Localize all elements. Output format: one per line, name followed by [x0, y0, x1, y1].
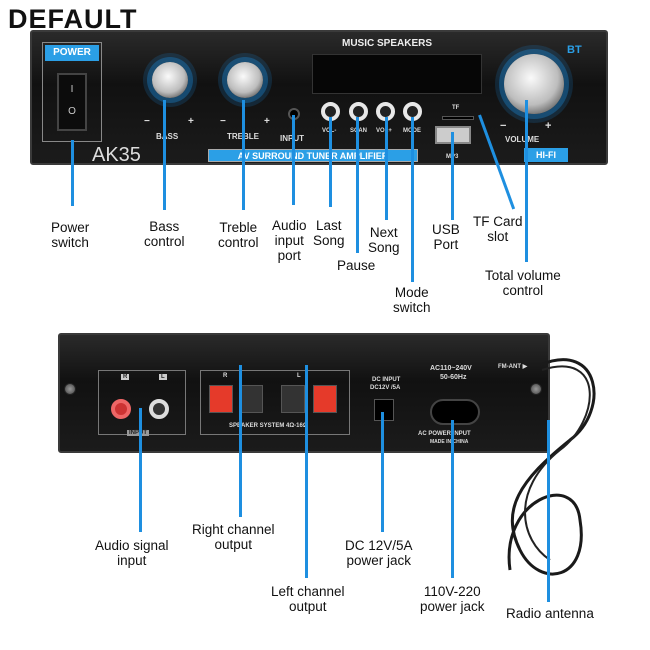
dc-input-label: DC INPUT — [372, 377, 401, 383]
callout-line — [381, 412, 384, 532]
bass-minus: − — [144, 116, 150, 127]
bass-knob[interactable] — [152, 62, 188, 98]
callout-next-song: Next Song — [368, 225, 400, 255]
rca-input-section: R L INPUT — [98, 370, 186, 436]
speaker-system-label: SPEAKER SYSTEM 4Ω-16Ω — [229, 423, 308, 429]
hifi-badge: HI-FI — [524, 148, 568, 162]
fm-antenna-label: FM-ANT ▶ — [498, 364, 528, 370]
callout-line — [356, 117, 359, 253]
callout-line — [451, 132, 454, 220]
callout-left-channel: Left channel output — [271, 584, 345, 614]
rca-right-jack[interactable] — [111, 399, 131, 419]
callout-right-channel: Right channel output — [192, 522, 275, 552]
dc-power-jack[interactable] — [374, 399, 394, 421]
callout-power-switch: Power switch — [51, 220, 90, 250]
speaker-r-label: R — [223, 373, 228, 379]
callout-line — [329, 117, 332, 207]
callout-line — [292, 115, 295, 205]
power-switch[interactable]: I O — [57, 73, 87, 131]
ac-power-jack[interactable] — [430, 399, 480, 425]
treble-plus: + — [264, 116, 270, 127]
banner: AV SURROUND TUNER AMPLIFIER — [208, 149, 418, 162]
treble-minus: − — [220, 116, 226, 127]
display-screen — [312, 54, 482, 94]
callout-line — [239, 365, 242, 517]
right-minus-terminal[interactable] — [239, 385, 263, 413]
volume-label: VOLUME — [505, 135, 540, 144]
callout-line — [163, 100, 166, 210]
callout-line — [547, 420, 550, 602]
made-in-label: MADE IN CHINA — [430, 439, 469, 445]
callout-last-song: Last Song — [313, 218, 345, 248]
callout-line — [451, 420, 454, 578]
callout-treble-control: Treble control — [218, 220, 259, 250]
ac-input-label: AC POWER INPUT — [418, 431, 471, 437]
rear-panel: R L INPUT R L SPEAKER SYSTEM 4Ω-16Ω DC I… — [58, 333, 550, 453]
dc-rating-label: DC12V /5A — [370, 385, 401, 391]
volume-knob[interactable] — [504, 54, 564, 114]
callout-audio-signal: Audio signal input — [95, 538, 169, 568]
speaker-l-label: L — [297, 373, 301, 379]
model-label: AK35 — [92, 144, 141, 166]
vol-plus-label: VOL+ — [376, 128, 392, 134]
callout-line — [139, 408, 142, 532]
tf-label: TF — [452, 105, 460, 111]
watermark: DEFAULT — [8, 4, 138, 34]
callout-line — [385, 117, 388, 220]
l-label: L — [159, 374, 167, 380]
callout-dc-jack: DC 12V/5A power jack — [345, 538, 413, 568]
callout-line — [525, 100, 528, 262]
volume-plus: + — [545, 120, 552, 132]
title-label: MUSIC SPEAKERS — [342, 38, 433, 49]
callout-usb-port: USB Port — [432, 222, 460, 252]
front-panel: POWER I O − + BASS − + TREBLE INPUT AK35… — [30, 30, 608, 166]
callout-audio-input: Audio input port — [272, 218, 307, 263]
callout-line — [242, 100, 245, 210]
bass-plus: + — [188, 116, 194, 127]
ac-rating-label: AC110~240V — [430, 365, 472, 372]
bt-label: BT — [567, 44, 582, 56]
left-minus-terminal[interactable] — [281, 385, 305, 413]
radio-antenna-wire — [507, 358, 596, 576]
treble-knob[interactable] — [227, 62, 263, 98]
callout-line — [305, 365, 308, 578]
callout-bass-control: Bass control — [144, 219, 185, 249]
callout-line — [411, 117, 414, 282]
callout-mode-switch: Mode switch — [393, 285, 431, 315]
left-plus-terminal[interactable] — [313, 385, 337, 413]
bass-label: BASS — [156, 132, 179, 141]
callout-pause: Pause — [337, 258, 376, 273]
callout-total-volume: Total volume control — [485, 268, 561, 298]
callout-tf-card: TF Card slot — [473, 214, 523, 244]
r-label: R — [121, 374, 130, 380]
callout-ac-jack: 110V-220 power jack — [420, 584, 485, 614]
speaker-terminal-section: R L SPEAKER SYSTEM 4Ω-16Ω — [200, 370, 350, 435]
power-section: POWER I O — [42, 42, 102, 142]
tf-card-slot[interactable] — [442, 116, 474, 120]
ac-freq-label: 50-60Hz — [440, 374, 467, 381]
right-plus-terminal[interactable] — [209, 385, 233, 413]
callout-line — [71, 140, 74, 206]
callout-radio-antenna: Radio antenna — [506, 606, 594, 621]
screw — [64, 383, 76, 395]
screw — [530, 383, 542, 395]
rca-left-jack[interactable] — [149, 399, 169, 419]
power-label: POWER — [45, 45, 99, 61]
volume-minus: − — [500, 120, 507, 132]
rca-input-label: INPUT — [127, 430, 149, 436]
